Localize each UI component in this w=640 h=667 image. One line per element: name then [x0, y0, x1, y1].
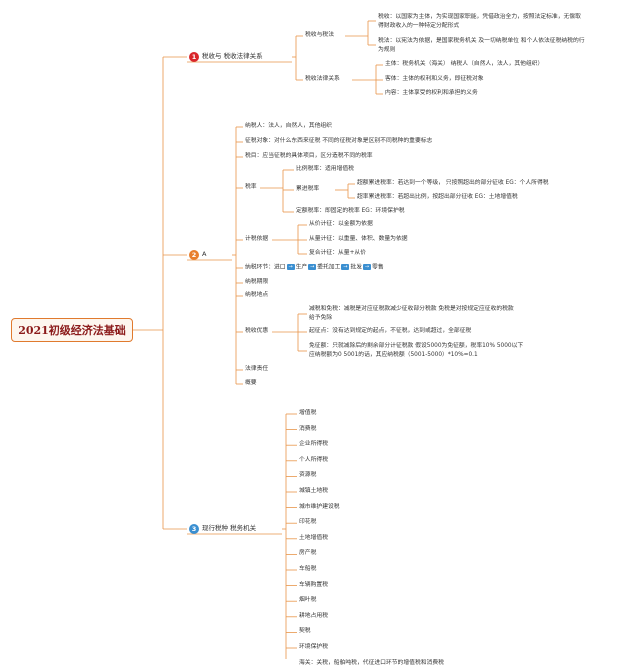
tax-type-item: 企业所得税 [299, 441, 328, 448]
tax-type-item: 增值税 [299, 410, 317, 416]
node-overview: 概要 [245, 380, 257, 386]
branch-1-number-badge: 1 [189, 52, 199, 62]
tax-link-prefix: 纳税环节：进口 [245, 264, 286, 271]
node-reduction-exemption-line1: 减税和免税：减税是对应征税款减少征收部分税款 免税是对按规定应征收的税款 [309, 306, 514, 312]
tax-type-item: 契税 [299, 628, 311, 635]
node-reduction-exemption-line2: 给予免除 [309, 315, 333, 321]
branch-2-label[interactable]: A [202, 250, 207, 258]
node-taxlaw-definition-line1: 税法：以宪法为依据，是国家税务机关 及一切纳税单位 和个人依法征税纳税的行 [378, 38, 585, 44]
branch-3-label[interactable]: 现行税种 税务机关 [202, 524, 257, 532]
node-exemption-amount-line2: 应纳税额为0 5001的话，其应纳税额（5001-5000）*10%=0.1 [309, 352, 478, 358]
node-tax-item: 税目：应当征税的具体项目，区分造税不同的税率 [245, 153, 373, 159]
node-exemption-amount-line1: 免征额：只就减除后的剩余部分计征税款 假设5000为免征额，税率10% 5000… [309, 343, 524, 349]
node-ad-valorem: 从价计征：以金额为依据 [309, 221, 373, 227]
node-tax-period: 纳税期限 [245, 279, 269, 285]
node-tax-preference[interactable]: 税收优惠 [245, 328, 269, 334]
tax-type-item: 城镇土地税 [299, 488, 328, 494]
arrow-icon: → [341, 264, 350, 270]
branch-3-number-badge: 3 [189, 524, 199, 534]
node-excess-progressive: 超额累进税率：若达到一个等级， 只按照超出的部分征收 EG：个人所得税 [357, 180, 549, 186]
node-proportional-rate: 比例税率：适用增值税 [296, 166, 354, 172]
tax-type-item: 海关：关税，船舶吨税，代征进口环节的增值税和消费税 [299, 659, 444, 666]
node-tax-link: 纳税环节：进口→生产→委托加工→批发→零售 [245, 264, 384, 272]
tax-link-processing: 委托加工 [317, 264, 341, 271]
node-rate-excess-progressive: 超率累进税率：若超出比例，按超出部分征收 EG：土地增值税 [357, 194, 518, 200]
tax-link-production: 生产 [295, 264, 308, 271]
node-legal-liability: 法律责任 [245, 366, 269, 372]
node-fixed-rate: 定额税率：即固定的税率 EG：环境保护税 [296, 208, 405, 214]
tax-type-item: 车辆购置税 [299, 581, 328, 588]
tax-type-item: 印花税 [299, 519, 317, 526]
tax-type-item: 耕地占用税 [299, 612, 328, 619]
arrow-icon: → [308, 264, 317, 270]
node-tax-definition-line2: 得财政收入的一种特定分配形式 [378, 23, 460, 29]
node-tax-and-taxlaw[interactable]: 税收与税法 [305, 32, 334, 38]
branch-2-number-badge: 2 [189, 250, 199, 260]
tax-type-item: 土地增值税 [299, 534, 328, 541]
tax-type-item: 消费税 [299, 425, 317, 432]
node-taxlaw-definition-line2: 为规则 [378, 47, 396, 53]
node-relation-content: 内容：主体享受的权利和承担的义务 [385, 90, 478, 96]
node-tax-definition-line1: 税收：以国家为主体，为实现国家职能，凭借政治全力，按照法定标准，无偿取 [378, 14, 581, 20]
node-quantity-based: 从量计征：以重量、体积、数量为依据 [309, 236, 408, 242]
tax-link-retail: 零售 [372, 264, 384, 271]
node-tax-object: 征税对象：对什么东西来征税 不同的征税对象是区别不同税种的重要标志 [245, 138, 433, 144]
node-tax-legal-relation[interactable]: 税收法律关系 [305, 76, 340, 82]
node-taxpayer: 纳税人：法人，自然人，其他组织 [245, 123, 332, 129]
tax-link-wholesale: 批发 [350, 264, 363, 271]
tax-type-item: 车船税 [299, 566, 317, 572]
tax-type-item: 环境保护税 [299, 644, 328, 650]
node-tax-rate[interactable]: 税率 [245, 184, 257, 190]
node-relation-object: 客体：主体的权利和义务，即征税对象 [385, 76, 484, 82]
node-compound: 复合计征：从量+从价 [309, 250, 367, 256]
tax-type-item: 资源税 [299, 472, 317, 479]
node-progressive-rate[interactable]: 累进税率 [296, 186, 320, 192]
node-tax-place: 纳税地点 [245, 292, 269, 298]
arrow-icon: → [363, 264, 372, 270]
tax-type-item: 个人所得税 [299, 456, 328, 463]
tax-type-item: 房产税 [299, 550, 317, 557]
root-topic[interactable]: 2021初级经济法基础 [11, 318, 133, 342]
branch-1-label[interactable]: 税收与 税收法律关系 [202, 52, 263, 60]
node-relation-subject: 主体：税务机关（海关） 纳税人（自然人，法人，其他组织） [385, 61, 544, 67]
node-tax-basis[interactable]: 计税依据 [245, 236, 269, 242]
arrow-icon: → [286, 264, 295, 270]
tax-type-item: 烟叶税 [299, 597, 317, 604]
node-threshold: 起征点：没有达到规定的起点，不征税，达到或超过，全部征税 [309, 328, 472, 334]
tax-type-item: 城市维护建设税 [299, 503, 340, 510]
